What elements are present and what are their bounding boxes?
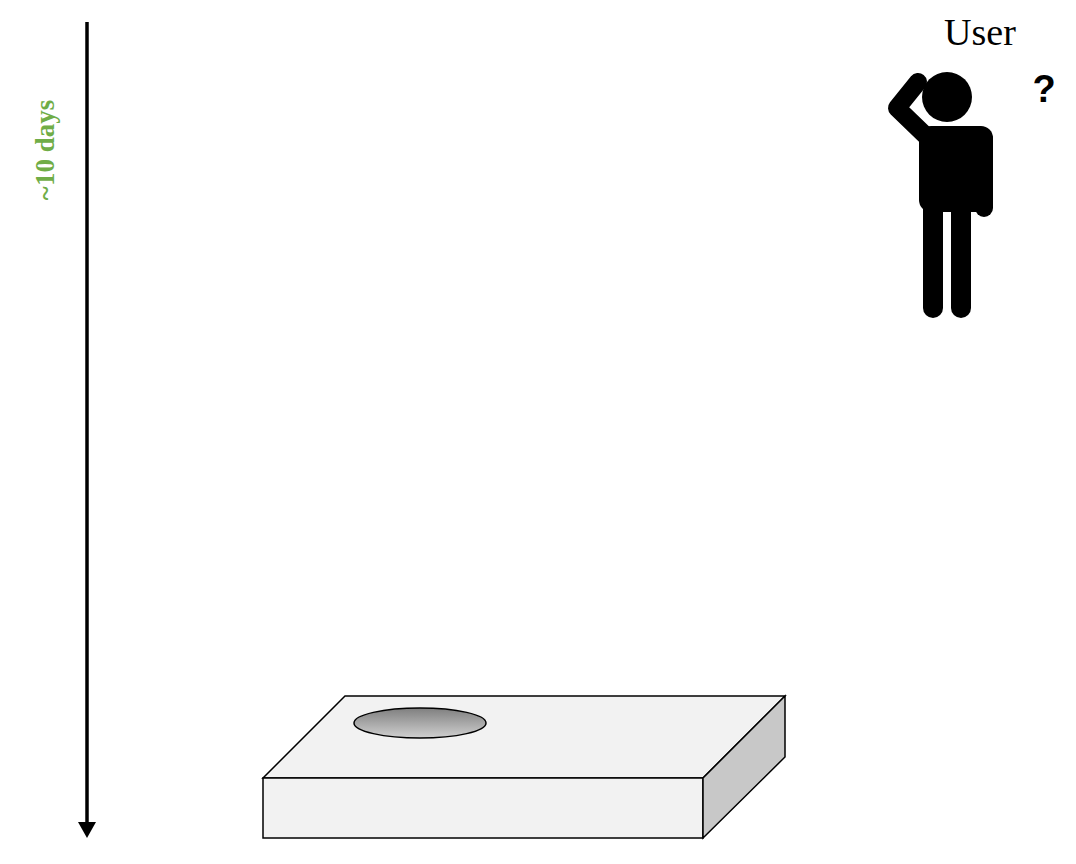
- user-figure: [897, 72, 993, 308]
- time-axis-head: [78, 822, 96, 838]
- well-hole: [354, 708, 486, 738]
- actor-label: User: [944, 13, 1016, 51]
- duration-label: ~10 days: [32, 100, 59, 200]
- time-axis: [85, 22, 89, 826]
- question-mark: ?: [1032, 70, 1055, 108]
- slab-device: [263, 696, 785, 838]
